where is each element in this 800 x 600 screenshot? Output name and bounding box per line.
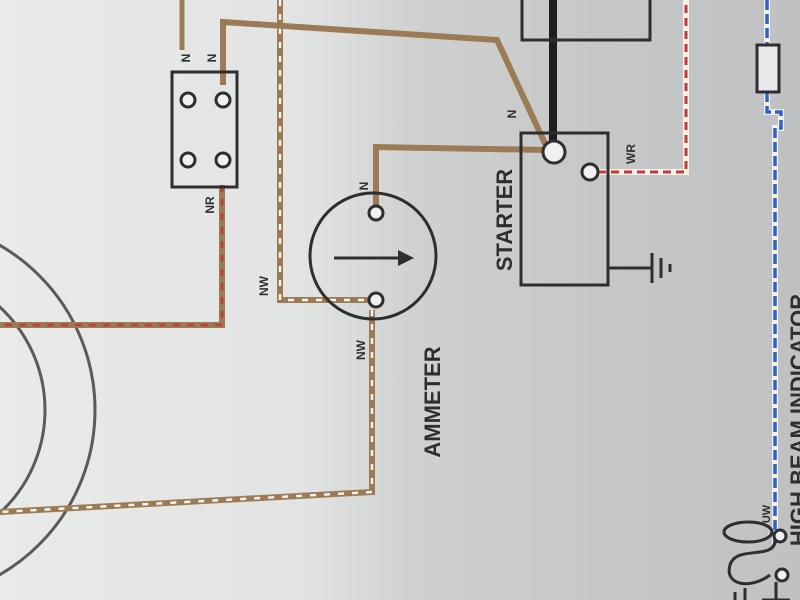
headlamp-circle bbox=[0, 243, 97, 577]
ground-icon bbox=[733, 582, 790, 600]
wire-label-indicator-uw: UW bbox=[761, 504, 773, 523]
starter-box bbox=[519, 131, 610, 287]
wire-n-ammeter-starter bbox=[373, 143, 549, 210]
bulb-icon bbox=[722, 520, 790, 586]
starter-label: STARTER bbox=[492, 169, 517, 271]
wire-label-ammeter-nw-bottom: NW bbox=[354, 339, 368, 360]
wire-nw-bottom bbox=[0, 310, 375, 515]
arrow-icon bbox=[334, 250, 414, 266]
wire-label-ammeter-nw-left: NW bbox=[257, 275, 271, 296]
ammeter-label: AMMETER bbox=[420, 346, 445, 457]
ground-icon bbox=[608, 253, 672, 283]
wire-nr bbox=[0, 185, 225, 328]
wire-label-ammeter-n: N bbox=[357, 182, 371, 191]
ammeter bbox=[308, 191, 438, 321]
wire-nw-left bbox=[277, 0, 372, 303]
wire-label-starter-wr: WR bbox=[624, 144, 638, 164]
wire-label-switch-nr: NR bbox=[203, 196, 217, 214]
wire-n-switch-starter bbox=[220, 18, 551, 152]
switch-box bbox=[170, 70, 239, 189]
high-beam-indicator-label: HIGH BEAM INDICATOR bbox=[786, 294, 800, 546]
battery-box bbox=[520, 0, 652, 42]
wire-blue bbox=[764, 0, 784, 545]
wire-label-starter-n: N bbox=[505, 110, 519, 119]
wire-label-switch-n-left: N bbox=[179, 54, 193, 63]
wire-wr bbox=[598, 0, 689, 175]
wire-label-switch-n-right: N bbox=[205, 54, 219, 63]
fuse-icon bbox=[755, 43, 781, 94]
